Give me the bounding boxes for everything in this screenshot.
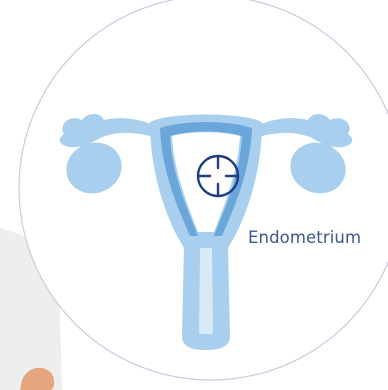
cervical-canal [199,248,213,334]
endometrium-label: Endometrium [248,228,361,247]
